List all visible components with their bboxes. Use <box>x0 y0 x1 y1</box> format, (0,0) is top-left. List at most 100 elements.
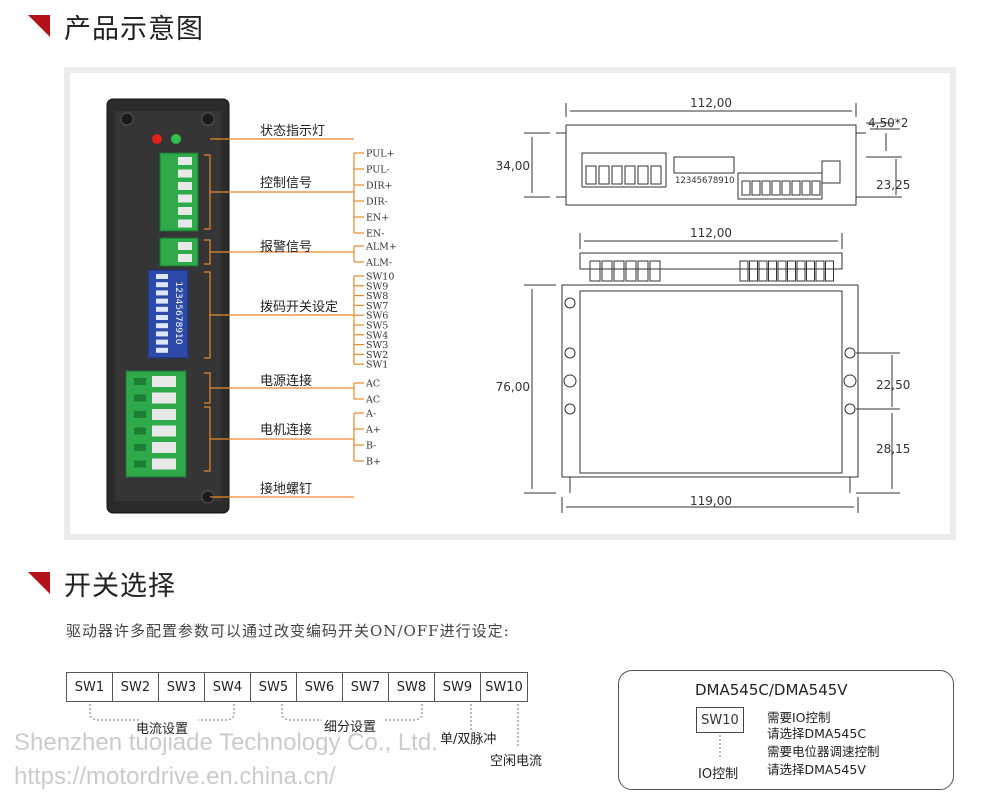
dimension-line <box>561 497 859 513</box>
terminal-screw <box>134 460 146 468</box>
dimension-label: 119,00 <box>690 494 732 508</box>
dip-lever <box>156 274 168 279</box>
status-led-green <box>171 134 181 144</box>
dip-lever <box>156 306 168 312</box>
section-header-switch: 开关选择 <box>28 563 176 603</box>
dip-digits: 12345678910 <box>173 282 183 345</box>
dimension-line <box>565 103 857 117</box>
pin-label: PUL- <box>366 165 390 176</box>
section-marker-icon <box>28 572 50 594</box>
terminal-slot <box>178 194 192 203</box>
dimension-label: 22,50 <box>876 378 910 392</box>
watermark-company: Shenzhen tuojiade Technology Co., Ltd. <box>14 729 438 756</box>
terminal-slot <box>152 442 176 453</box>
terminal-screw <box>134 411 146 418</box>
top-terminal-block <box>737 172 823 200</box>
microstep-group-label: 细分设置 <box>324 720 377 735</box>
terminal-cell <box>751 180 761 196</box>
pin-label: DIR- <box>366 197 388 208</box>
model-title: DMA545C/DMA545V <box>695 681 848 699</box>
switch-cell: SW9 <box>435 673 481 701</box>
front-terminal <box>613 260 625 282</box>
callout-label: 拨码开关设定 <box>260 300 338 315</box>
pin-label: EN- <box>366 229 384 240</box>
io-control-label: IO控制 <box>698 767 739 782</box>
front-terminal <box>601 260 613 282</box>
dimension-label: 28,15 <box>876 442 910 456</box>
pin-label: SW2 <box>366 350 388 361</box>
front-terminal <box>739 260 749 282</box>
terminal-cell <box>598 165 610 185</box>
callout-label: 控制信号 <box>260 176 312 191</box>
front-terminal <box>749 260 758 282</box>
status-led-red <box>152 134 162 144</box>
model-note: 需要IO控制 <box>767 710 831 725</box>
pin-label: AC <box>365 379 380 390</box>
product-diagram: 12345678910状态指示灯控制信号PUL+PUL-DIR+DIR-EN+E… <box>106 96 910 514</box>
callout-label: 报警信号 <box>260 239 312 255</box>
front-terminal <box>825 260 834 282</box>
terminal-cell <box>650 165 662 185</box>
top-dip-block <box>673 156 735 174</box>
terminal-cell <box>741 180 751 196</box>
terminal-slot <box>152 458 176 470</box>
flange-lines <box>556 132 866 198</box>
front-terminal <box>768 260 777 282</box>
pin-label: AC <box>365 395 380 406</box>
terminal-screw <box>134 394 146 402</box>
callout-label: 状态指示灯 <box>260 124 325 139</box>
front-terminal <box>758 260 768 282</box>
terminal-slot <box>178 219 192 228</box>
switch-group-braces <box>89 704 519 748</box>
pin-label: SW1 <box>366 360 388 371</box>
terminal-cell <box>637 165 649 185</box>
dimension-line <box>866 156 902 198</box>
front-top-strip <box>579 252 843 270</box>
dimension-label: 112,00 <box>690 226 732 240</box>
pin-label: DIR+ <box>366 181 392 192</box>
front-terminal <box>806 260 815 282</box>
front-terminal <box>649 260 661 282</box>
model-note: 请选择DMA545V <box>767 762 866 777</box>
dimension-line <box>856 352 900 410</box>
dip-lever <box>156 347 168 353</box>
switch-cell: SW2 <box>113 673 159 701</box>
pin-label: B- <box>366 441 376 452</box>
dimension-line <box>524 284 556 494</box>
control-connector <box>159 152 199 232</box>
front-terminal <box>796 260 806 282</box>
mount-hole-icon <box>201 112 215 126</box>
current-group-label: 电流设置 <box>136 722 189 737</box>
pin-label: A+ <box>365 425 381 436</box>
switch-cell: SW5 <box>251 673 297 701</box>
terminal-slot <box>152 376 176 387</box>
dimension-line <box>579 233 843 249</box>
pin-label: ALM+ <box>365 242 397 253</box>
dip-lever <box>156 298 168 304</box>
dimension-line <box>866 122 900 151</box>
front-view-outline <box>561 284 859 478</box>
led-block <box>821 160 841 184</box>
dimension-line <box>524 132 550 198</box>
terminal-cell <box>781 180 791 196</box>
terminal-slot <box>152 392 176 404</box>
pin-label: A- <box>365 409 376 420</box>
pin-label: SW4 <box>366 330 388 341</box>
front-terminal <box>637 260 649 282</box>
dip-lever <box>156 282 168 288</box>
terminal-cell <box>585 165 597 185</box>
terminal-cell <box>611 165 623 185</box>
front-terminal <box>787 260 796 282</box>
section-marker-icon <box>28 15 50 37</box>
dimension-label: 34,00 <box>496 159 530 173</box>
front-terminal <box>815 260 825 282</box>
sw10-connector <box>719 735 721 759</box>
terminal-slot <box>178 182 192 190</box>
terminal-slot <box>152 425 176 437</box>
terminal-cell <box>791 180 801 196</box>
switch-cell: SW4 <box>205 673 251 701</box>
callout-label: 电机连接 <box>260 422 312 438</box>
screw-icon <box>843 374 857 388</box>
terminal-cell <box>801 180 811 196</box>
switch-cell: SW10 <box>485 679 523 695</box>
